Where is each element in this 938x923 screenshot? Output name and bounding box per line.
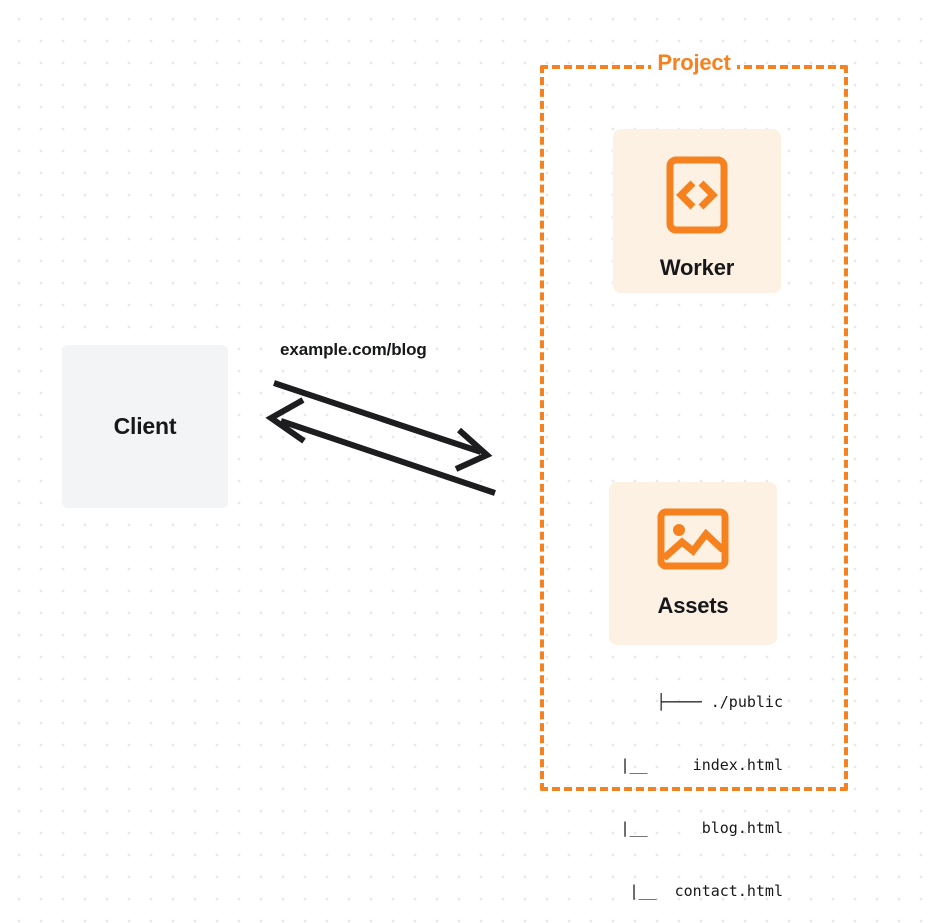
image-picture-icon: [657, 506, 729, 577]
assets-node-label: Assets: [657, 593, 729, 618]
file-tree-row: |__ index.html: [620, 756, 783, 774]
project-group-label-text: Project: [651, 50, 737, 75]
worker-node[interactable]: Worker: [613, 129, 781, 293]
file-tree-row: |__ blog.html: [620, 819, 783, 837]
file-tree-row: |__ contact.html: [629, 882, 783, 900]
assets-node[interactable]: Assets: [609, 482, 777, 645]
client-node-label: Client: [113, 413, 177, 439]
request-arrow-icon: [273, 380, 493, 472]
file-tree-row: ├──── ./public: [656, 693, 783, 711]
asset-file-tree: ├──── ./public |__ index.html |__ blog.h…: [588, 650, 783, 923]
project-group-label: Project: [540, 50, 848, 76]
client-node[interactable]: Client: [62, 345, 228, 508]
worker-node-label: Worker: [659, 255, 735, 280]
response-arrow-icon: [265, 397, 496, 496]
code-brackets-icon: [666, 156, 728, 239]
connection-url-label: example.com/blog: [280, 340, 427, 359]
